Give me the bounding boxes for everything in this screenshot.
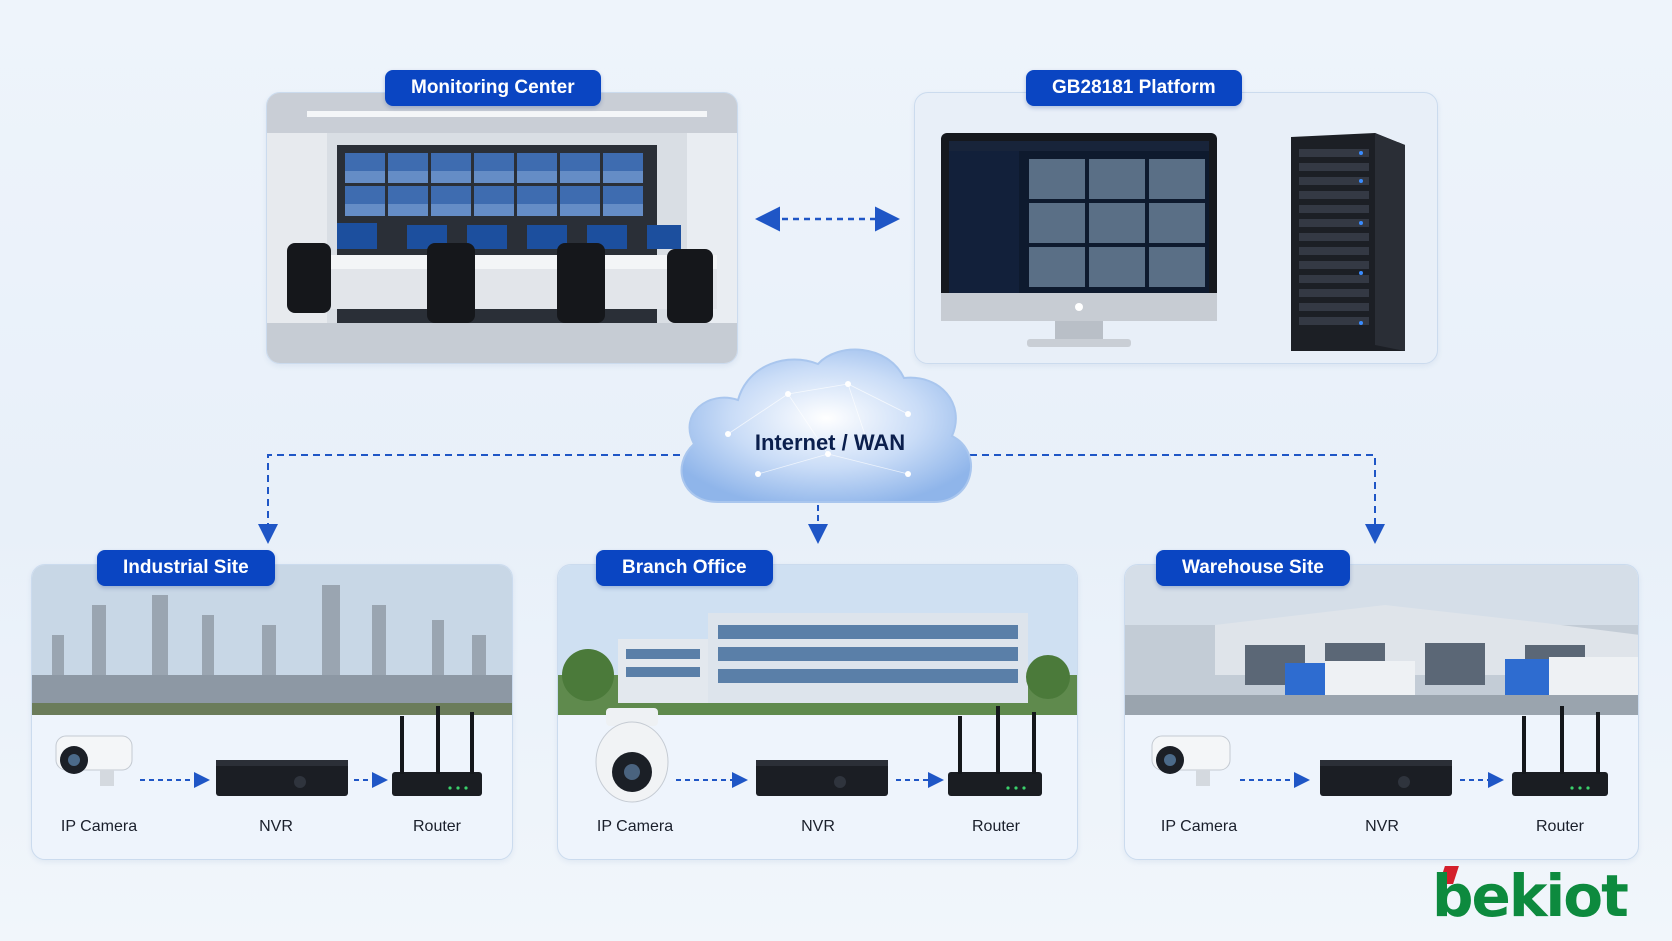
warehouse-camera-label: IP Camera [1160,818,1238,835]
branch-router-label: Router [971,818,1021,835]
industrial-site-panel [31,564,513,860]
platform-hardware-image [941,133,1405,351]
industrial-router-label: Router [412,818,462,835]
cloud-to-warehouse-link [970,454,1385,544]
warehouse-site-image [1125,565,1638,715]
industrial-site-title: Industrial Site [97,550,275,586]
industrial-nvr-label: NVR [259,818,293,835]
branch-office-title: Branch Office [596,550,773,586]
monitoring-center-title: Monitoring Center [385,70,601,106]
industrial-camera-label: IP Camera [60,818,138,835]
brand-logo: bekiot [1432,862,1629,930]
branch-camera-label: IP Camera [596,818,674,835]
branch-office-image [558,565,1077,715]
warehouse-site-title: Warehouse Site [1156,550,1350,586]
monitoring-center-panel [266,92,738,364]
platform-title: GB28181 Platform [1026,70,1242,106]
warehouse-nvr-label: NVR [1365,818,1399,835]
cloud-to-industrial-link [258,454,680,544]
warehouse-site-panel [1124,564,1639,860]
cloud-label: Internet / WAN [754,430,906,455]
platform-panel [914,92,1438,364]
branch-nvr-label: NVR [801,818,835,835]
control-room-image [267,93,737,363]
cloud-icon [680,348,972,503]
warehouse-router-label: Router [1535,818,1585,835]
industrial-site-image [32,565,512,715]
